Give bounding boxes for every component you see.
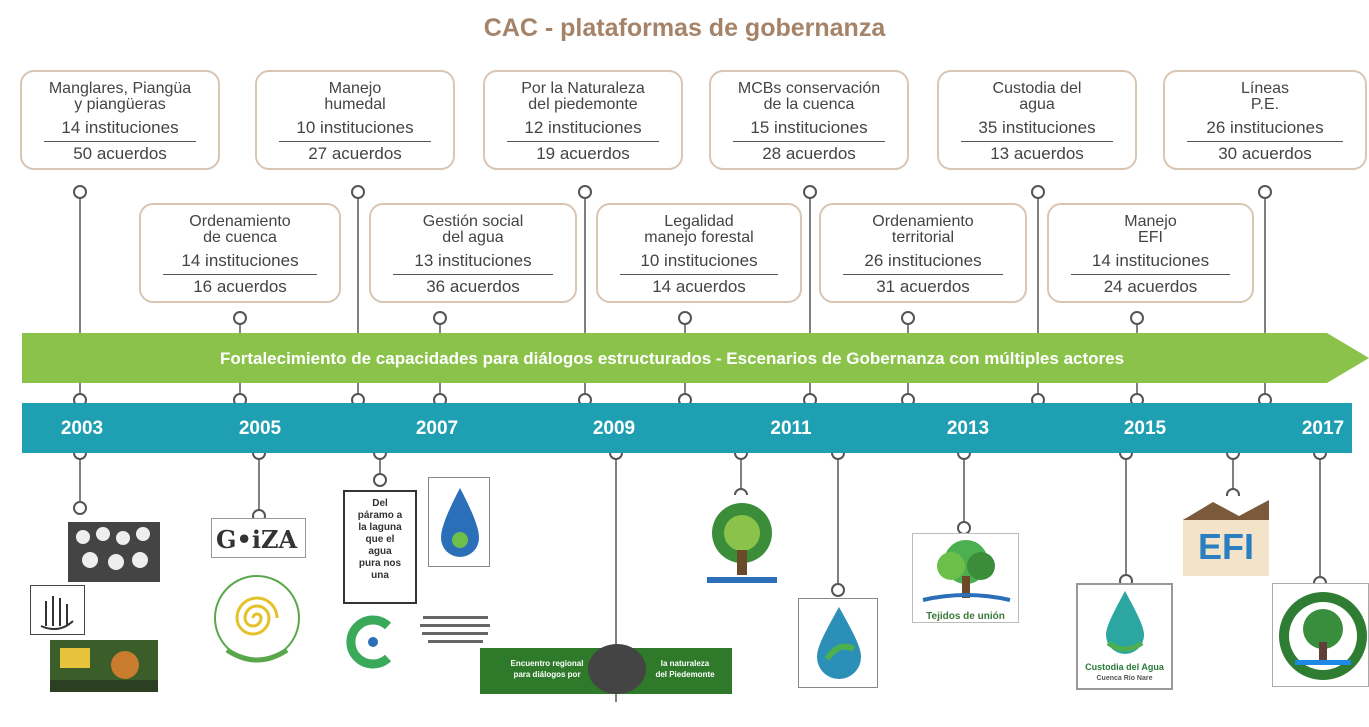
- platform-institutions: 35 instituciones: [978, 118, 1096, 137]
- divider: [279, 141, 431, 142]
- platform-agreements: 24 acuerdos: [1103, 277, 1198, 296]
- platform-agreements: 36 acuerdos: [426, 277, 520, 296]
- divider: [1187, 141, 1343, 142]
- platform-card: Legalidad manejo forestal 10 institucion…: [596, 203, 802, 303]
- divider: [393, 274, 553, 275]
- water-drop-logo: [428, 477, 490, 567]
- platform-agreements: 16 acuerdos: [193, 277, 287, 296]
- platform-institutions: 13 instituciones: [414, 251, 532, 270]
- platform-institutions: 14 instituciones: [61, 118, 179, 137]
- platform-institutions: 12 instituciones: [524, 118, 642, 137]
- year-label: 2011: [770, 418, 812, 439]
- platform-name: Gestión social del agua: [422, 213, 524, 246]
- year-label: 2003: [60, 418, 104, 439]
- page-title: CAC - plataformas de gobernanza: [483, 14, 886, 42]
- efi-text: EFI: [1197, 526, 1254, 567]
- platform-name: MCBs conservación de la cuenca: [737, 80, 881, 113]
- divider: [733, 141, 885, 142]
- custodia-sub-text: Cuenca Río Nare: [1096, 675, 1153, 682]
- globe-image: [588, 644, 646, 694]
- custodia-logo: Custodia del Agua Cuenca Río Nare: [1076, 583, 1173, 690]
- poster-logo: [50, 640, 158, 692]
- comunidades-logo: [418, 612, 493, 652]
- platform-agreements: 27 acuerdos: [308, 144, 402, 163]
- platform-agreements: 50 acuerdos: [73, 144, 167, 163]
- paramo-logo: Del páramo a la laguna que el agua pura …: [343, 490, 417, 604]
- platform-institutions: 26 instituciones: [1206, 118, 1324, 137]
- capacity-arrow: [22, 333, 1369, 383]
- tree-heart-logo: [697, 495, 787, 590]
- divider: [961, 141, 1113, 142]
- platform-agreements: 31 acuerdos: [876, 277, 970, 296]
- year-label: 2017: [1301, 418, 1345, 439]
- platform-agreements: 14 acuerdos: [652, 277, 746, 296]
- platform-card: Custodia del agua 35 instituciones 13 ac…: [937, 70, 1137, 170]
- platform-agreements: 28 acuerdos: [762, 144, 856, 163]
- photo-manglares-logo: [68, 522, 160, 582]
- year-label: 2005: [238, 418, 282, 439]
- platform-name: Por la Naturaleza del piedemonte: [521, 80, 645, 113]
- divider: [1071, 274, 1230, 275]
- banner-text: Fortalecimiento de capacidades para diál…: [219, 349, 1125, 368]
- platform-institutions: 26 instituciones: [864, 251, 982, 270]
- year-band: [22, 403, 1352, 453]
- platform-name: Manglares, Piangüa y piangüeras: [48, 80, 192, 113]
- drop-leaf-logo: [798, 598, 878, 688]
- platform-institutions: 14 instituciones: [181, 251, 299, 270]
- paramo-text: Del páramo a la laguna que el agua pura …: [357, 498, 403, 581]
- efi-logo: EFI: [1183, 496, 1269, 576]
- platform-card: Ordenamiento territorial 26 institucione…: [819, 203, 1027, 303]
- year-label: 2009: [592, 418, 636, 439]
- platform-name: Custodia del agua: [992, 80, 1082, 113]
- encuentro-banner-logo: Encuentro regional para diálogos por la …: [480, 644, 732, 694]
- platform-name: Manejo humedal: [324, 80, 386, 113]
- heart-logo: [343, 612, 398, 672]
- year-label: 2007: [415, 418, 459, 439]
- platform-card: Manejo humedal 10 instituciones 27 acuer…: [255, 70, 455, 170]
- platform-name: Legalidad manejo forestal: [644, 213, 754, 246]
- tejidos-logo: Tejidos de unión: [912, 533, 1019, 623]
- spiral-logo: [205, 570, 310, 675]
- year-label: 2013: [946, 418, 990, 439]
- naturaleza-text: la naturaleza del Piedemonte: [655, 659, 715, 679]
- platform-institutions: 10 instituciones: [640, 251, 758, 270]
- platform-card: Manejo EFI 14 instituciones 24 acuerdos: [1047, 203, 1254, 303]
- platform-name: Manejo EFI: [1124, 213, 1177, 246]
- tejidos-text: Tejidos de unión: [926, 611, 1005, 622]
- divider: [620, 274, 778, 275]
- divider: [44, 141, 196, 142]
- round-tree-logo: [1272, 583, 1369, 687]
- platform-name: Líneas P.E.: [1240, 80, 1290, 113]
- divider: [163, 274, 317, 275]
- hand-logo: [30, 585, 85, 635]
- platform-card: Por la Naturaleza del piedemonte 12 inst…: [483, 70, 683, 170]
- custodia-text: Custodia del Agua: [1085, 662, 1164, 672]
- platform-card: Gestión social del agua 13 instituciones…: [369, 203, 577, 303]
- platform-card: Manglares, Piangüa y piangüeras 14 insti…: [20, 70, 220, 170]
- platform-agreements: 13 acuerdos: [990, 144, 1084, 163]
- platform-institutions: 14 instituciones: [1091, 251, 1210, 270]
- platform-name: Ordenamiento territorial: [872, 213, 974, 246]
- goiza-text: G•iZA: [216, 525, 298, 554]
- platform-agreements: 19 acuerdos: [536, 144, 630, 163]
- goiza-logo: G•iZA: [211, 518, 306, 558]
- platform-card: Ordenamiento de cuenca 14 instituciones …: [139, 203, 341, 303]
- platform-card: Líneas P.E. 26 instituciones 30 acuerdos: [1163, 70, 1367, 170]
- platform-institutions: 15 instituciones: [750, 118, 868, 137]
- divider: [507, 141, 659, 142]
- year-label: 2015: [1123, 418, 1167, 439]
- platform-agreements: 30 acuerdos: [1218, 144, 1312, 163]
- platform-institutions: 10 instituciones: [296, 118, 414, 137]
- encuentro-text: Encuentro regional para diálogos por: [510, 659, 584, 679]
- divider: [843, 274, 1003, 275]
- platform-name: Ordenamiento de cuenca: [189, 213, 291, 246]
- platform-card: MCBs conservación de la cuenca 15 instit…: [709, 70, 909, 170]
